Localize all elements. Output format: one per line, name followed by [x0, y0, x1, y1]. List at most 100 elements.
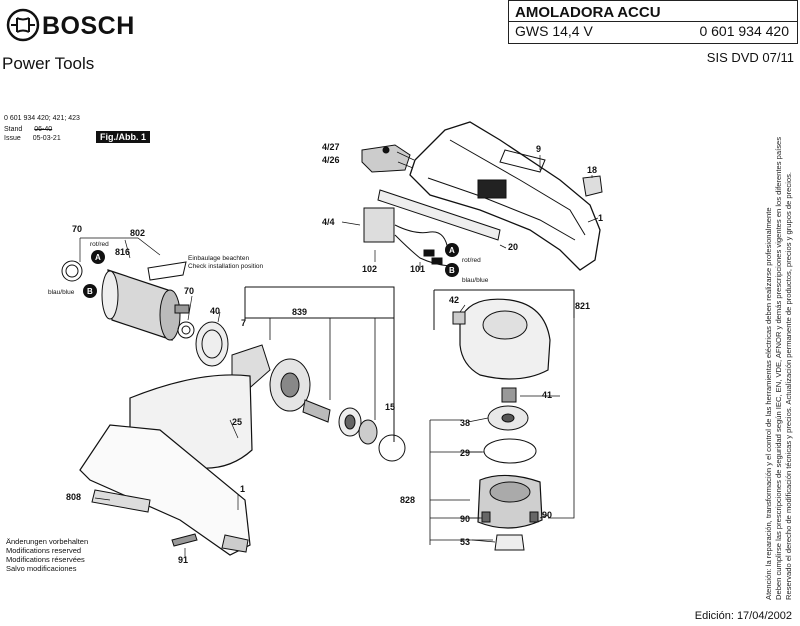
brand-subtitle: Power Tools: [2, 54, 95, 73]
brand-name: BOSCH: [42, 12, 135, 40]
label-15: 15: [385, 402, 395, 412]
spindle: [302, 399, 331, 423]
motor-end: [159, 289, 181, 341]
label-9: 9: [536, 144, 541, 154]
switch-module: [363, 207, 395, 243]
label-816: 816: [115, 247, 130, 257]
screw-90-left: [481, 511, 491, 523]
mod-es: Salvo modificaciones: [6, 564, 77, 573]
wire-badge-b-left: [83, 284, 97, 298]
stand-value: 06-40: [34, 126, 53, 133]
label-4-26: 4/26: [322, 155, 340, 165]
label-42: 42: [449, 295, 459, 305]
part-number: 0 601 934 420: [699, 23, 789, 39]
connector-1: [423, 249, 435, 257]
label-802: 802: [130, 228, 145, 238]
badge-b-right-text: B: [449, 266, 455, 275]
slide-rail: [377, 189, 501, 241]
label-91: 91: [178, 555, 188, 565]
label-53: 53: [460, 537, 470, 547]
wire-red: [394, 224, 449, 251]
title-divider: [509, 21, 797, 22]
bracket-821: [433, 289, 575, 330]
o-ring-29: [483, 438, 537, 464]
stand-label: Stand: [4, 126, 23, 133]
label-101: 101: [410, 264, 425, 274]
badge-a-right-text: A: [449, 246, 455, 255]
wire-badge-a-left: [91, 250, 105, 264]
label-20: 20: [508, 242, 518, 252]
wire-label-blue-right: blau/blue: [462, 277, 489, 284]
label-102: 102: [362, 264, 377, 274]
screw-91: [171, 533, 198, 547]
housing-top-edge: [427, 177, 576, 241]
document-code: SIS DVD 07/11: [706, 50, 794, 65]
bearing-41: [501, 387, 517, 403]
bracket-828: [429, 419, 493, 545]
label-90-right: 90: [542, 510, 552, 520]
label-839: 839: [292, 307, 307, 317]
variant-numbers: 0 601 934 420; 421; 423: [4, 115, 80, 122]
issue-value: 05-03-21: [32, 135, 61, 142]
housing-lower-1: [79, 424, 251, 556]
label-plate: [499, 149, 546, 173]
mod-de: Änderungen vorbehalten: [6, 537, 89, 546]
switch-block: [477, 179, 507, 199]
revision-meta: 0 601 934 420; 421; 423 Stand 06-40 Issu…: [4, 114, 80, 143]
screw-dot: [382, 146, 390, 154]
lock-button: [582, 175, 603, 197]
motor-shaft: [174, 304, 190, 314]
screw-42: [452, 311, 466, 325]
label-1-lower: 1: [240, 484, 245, 494]
label-29: 29: [460, 448, 470, 458]
o-ring-15: [378, 434, 406, 462]
wire-label-red-right: rot/red: [462, 257, 481, 264]
wire-label-red-left: rot/red: [90, 241, 109, 248]
badge-b-left-text: B: [87, 287, 93, 296]
label-41: 41: [542, 390, 552, 400]
label-18: 18: [587, 165, 597, 175]
model-number: GWS 14,4 V: [515, 23, 593, 39]
switch-parts: [361, 144, 411, 173]
wire-blue: [394, 234, 451, 267]
title-block: AMOLADORA ACCU GWS 14,4 V 0 601 934 420: [508, 0, 798, 44]
flange-nut-53: [494, 534, 525, 551]
housing-top-ridge: [449, 139, 586, 236]
label-1-upper: 1: [598, 213, 603, 223]
label-25: 25: [232, 417, 242, 427]
bearing-ring-40: [195, 321, 229, 367]
modifications-note: Änderungen vorbehalten Modifications res…: [6, 537, 88, 573]
connector-2: [431, 257, 443, 265]
label-38: 38: [460, 418, 470, 428]
install-note-en: Check installation position: [188, 263, 264, 270]
install-note-de: Einbaulage beachten: [188, 255, 250, 262]
label-40: 40: [210, 306, 220, 316]
issue-label: Issue: [4, 135, 21, 142]
nameplate-808: [91, 489, 151, 513]
label-808: 808: [66, 492, 81, 502]
installation-note: Einbaulage beachten Check installation p…: [188, 255, 263, 271]
pinion-gear: [358, 419, 378, 445]
label-4-4: 4/4: [322, 217, 335, 227]
label-828: 828: [400, 495, 415, 505]
label-821: 821: [575, 301, 590, 311]
label-90-left: 90: [460, 514, 470, 524]
figure-label: Fig./Abb. 1: [96, 131, 150, 143]
edition-date: Edición: 17/04/2002: [694, 610, 792, 622]
mod-en: Modifications reserved: [6, 546, 82, 555]
washer-70-left: [61, 260, 83, 282]
label-4-27: 4/27: [322, 142, 340, 152]
label-7: 7: [241, 318, 246, 328]
label-70-left: 70: [72, 224, 82, 234]
mod-fr: Modifications réservées: [6, 555, 85, 564]
issue-row: Issue 05-03-21: [4, 134, 80, 143]
label-70-right: 70: [184, 286, 194, 296]
product-name: AMOLADORA ACCU: [515, 4, 661, 21]
bosch-logo-icon: [6, 8, 40, 42]
install-arrow: [147, 261, 187, 281]
wire-badge-b-right: [445, 263, 459, 277]
washer-70-right: [177, 321, 195, 339]
screw-90-right: [529, 511, 539, 523]
wire-label-blue-left: blau/blue: [48, 289, 75, 296]
